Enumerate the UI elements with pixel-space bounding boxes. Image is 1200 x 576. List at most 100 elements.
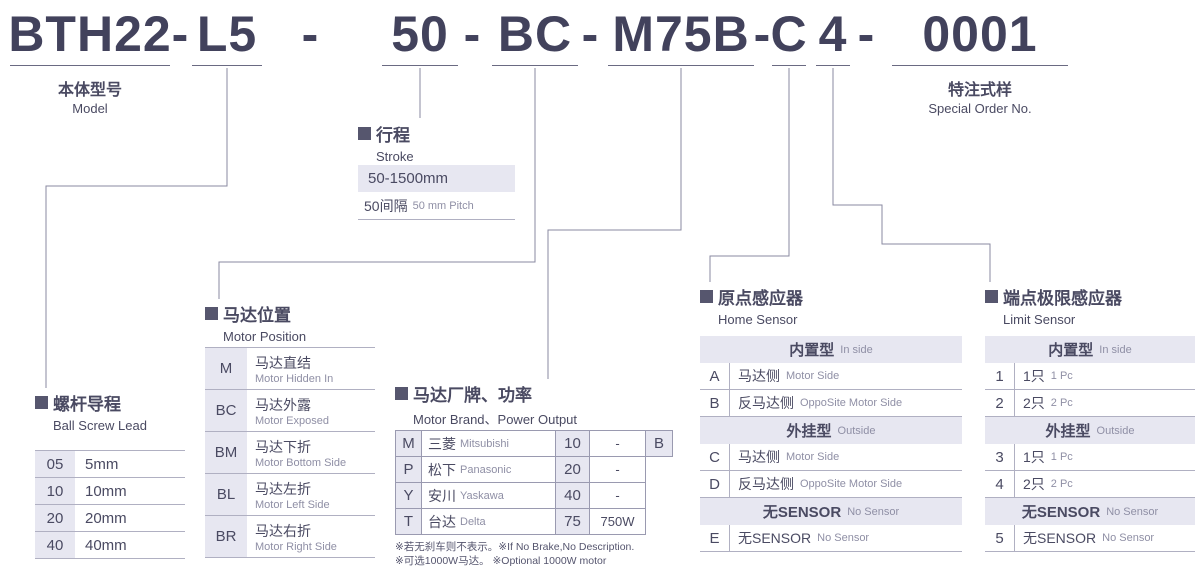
power-code: 20 [556, 457, 590, 483]
table-row: Y 安川 Yaskawa 40 - [396, 483, 646, 509]
limit-sensor-title-en: Limit Sensor [1003, 312, 1076, 327]
table-row: BR 马达右折 Motor Right Side [205, 516, 375, 558]
segment-home-sensor: C [770, 2, 807, 66]
option-code: Y [396, 483, 422, 509]
option-code: BR [205, 516, 247, 557]
table-row: 1 1只 1 Pc [985, 363, 1195, 390]
motor-position-title-en: Motor Position [223, 329, 307, 344]
option-code: M [205, 348, 247, 389]
option-value: 5mm [85, 455, 119, 473]
option-text: 反马达侧 OppoSite Motor Side [738, 395, 903, 411]
segment-separator: - [581, 6, 599, 62]
motor-brand-title-zh: 马达厂牌、功率 [413, 386, 532, 405]
brake-code-cell: B [645, 430, 673, 457]
segment-separator: - [463, 6, 481, 62]
motor-brand-title-en: Motor Brand、Power Output [413, 412, 578, 427]
table-row: 05 5mm [35, 451, 185, 478]
stroke-header: 行程 Stroke [358, 121, 414, 164]
table-row: D 反马达侧 OppoSite Motor Side [700, 471, 962, 498]
option-value: 20mm [85, 509, 127, 527]
motor-position-header: 马达位置 Motor Position [205, 301, 306, 344]
table-row: C 马达侧 Motor Side [700, 444, 962, 471]
option-text: 马达左折 Motor Left Side [255, 480, 330, 511]
option-code: C [700, 444, 730, 470]
option-code: 2 [985, 390, 1015, 416]
stroke-range: 50-1500mm [368, 170, 449, 187]
option-value: 40mm [85, 536, 127, 554]
special-order-label-zh: 特注式样 [947, 82, 1012, 99]
model-label-zh: 本体型号 [57, 82, 122, 99]
model-label-en: Model [72, 101, 108, 116]
option-text: 无SENSOR No Sensor [738, 530, 870, 546]
power-code: 10 [556, 431, 590, 457]
table-row: 3 1只 1 Pc [985, 444, 1195, 471]
limit-sensor-title-zh: 端点极限感应器 [1003, 289, 1122, 308]
home-sensor-title-en: Home Sensor [718, 312, 798, 327]
power-watt: - [590, 457, 646, 483]
ball-screw-lead-table: 05 5mm 10 10mm 20 20mm 40 40mm [35, 450, 185, 559]
option-code: E [700, 525, 730, 551]
option-text: 1只 1 Pc [1023, 449, 1073, 465]
stroke-pitch-zh: 50间隔 [364, 197, 408, 214]
table-row: 5 无SENSOR No Sensor [985, 525, 1195, 552]
option-code: 40 [35, 532, 75, 558]
table-row: B 反马达侧 OppoSite Motor Side [700, 390, 962, 417]
option-text: 无SENSOR No Sensor [1023, 530, 1155, 546]
stroke-range-row: 50-1500mm [358, 165, 515, 192]
power-watt: - [590, 431, 646, 457]
motor-brand-table: M 三菱 Mitsubishi 10 - P 松下 Panasonic 20 -… [395, 430, 646, 535]
stroke-pitch-en: 50 mm Pitch [412, 199, 474, 212]
home-sensor-table: 内置型 In side A 马达侧 Motor Side B 反马达侧 Oppo… [700, 336, 962, 552]
option-code: M [396, 431, 422, 457]
table-row: M 马达直结 Motor Hidden In [205, 348, 375, 390]
table-row: 2 2只 2 Pc [985, 390, 1195, 417]
option-text: 1只 1 Pc [1023, 368, 1073, 384]
option-value: 10mm [85, 482, 127, 500]
table-row: P 松下 Panasonic 20 - [396, 457, 646, 483]
option-code: D [700, 471, 730, 497]
table-row: 4 2只 2 Pc [985, 471, 1195, 498]
group-header: 外挂型 Outside [700, 417, 962, 444]
brand-cell: 台达 Delta [422, 509, 556, 535]
option-text: 马达右折 Motor Right Side [255, 522, 337, 553]
table-row: 20 20mm [35, 505, 185, 532]
square-marker-icon [35, 396, 48, 409]
option-text: 马达侧 Motor Side [738, 368, 840, 384]
option-code: A [700, 363, 730, 389]
group-header: 无SENSOR No Sensor [700, 498, 962, 525]
motor-position-title-zh: 马达位置 [223, 306, 291, 325]
brand-cell: 安川 Yaskawa [422, 483, 556, 509]
option-code: 1 [985, 363, 1015, 389]
ball-screw-title-en: Ball Screw Lead [53, 418, 147, 433]
segment-separator: - [753, 6, 771, 62]
power-code: 40 [556, 483, 590, 509]
segment-separator: - [301, 6, 319, 62]
option-code: 3 [985, 444, 1015, 470]
motor-position-table: M 马达直结 Motor Hidden In BC 马达外露 Motor Exp… [205, 347, 375, 558]
ball-screw-title-zh: 螺杆导程 [53, 395, 121, 414]
option-code: T [396, 509, 422, 535]
segment-motor-position: BC [492, 2, 578, 66]
option-code: 10 [35, 478, 75, 504]
special-order-label: 特注式样 Special Order No. [880, 76, 1080, 116]
table-row: BC 马达外露 Motor Exposed [205, 390, 375, 432]
segment-separator: - [857, 6, 875, 62]
option-code: BM [205, 432, 247, 473]
segment-motor-power: M75B [608, 2, 754, 66]
table-row: BM 马达下折 Motor Bottom Side [205, 432, 375, 474]
motor-brand-header: 马达厂牌、功率 Motor Brand、Power Output [395, 381, 577, 428]
option-text: 马达外露 Motor Exposed [255, 396, 329, 427]
table-row: 10 10mm [35, 478, 185, 505]
option-code: P [396, 457, 422, 483]
segment-limit-sensor: 4 [816, 2, 850, 66]
option-code: B [700, 390, 730, 416]
option-text: 2只 2 Pc [1023, 395, 1073, 411]
stroke-pitch-row: 50间隔 50 mm Pitch [358, 192, 515, 220]
stroke-title-en: Stroke [376, 149, 414, 164]
option-code: BL [205, 474, 247, 515]
option-text: 反马达侧 OppoSite Motor Side [738, 476, 903, 492]
option-text: 马达下折 Motor Bottom Side [255, 438, 347, 469]
home-sensor-header: 原点感应器 Home Sensor [700, 284, 803, 327]
limit-sensor-table: 内置型 In side 1 1只 1 Pc 2 2只 2 Pc 外挂型 Outs… [985, 336, 1195, 552]
